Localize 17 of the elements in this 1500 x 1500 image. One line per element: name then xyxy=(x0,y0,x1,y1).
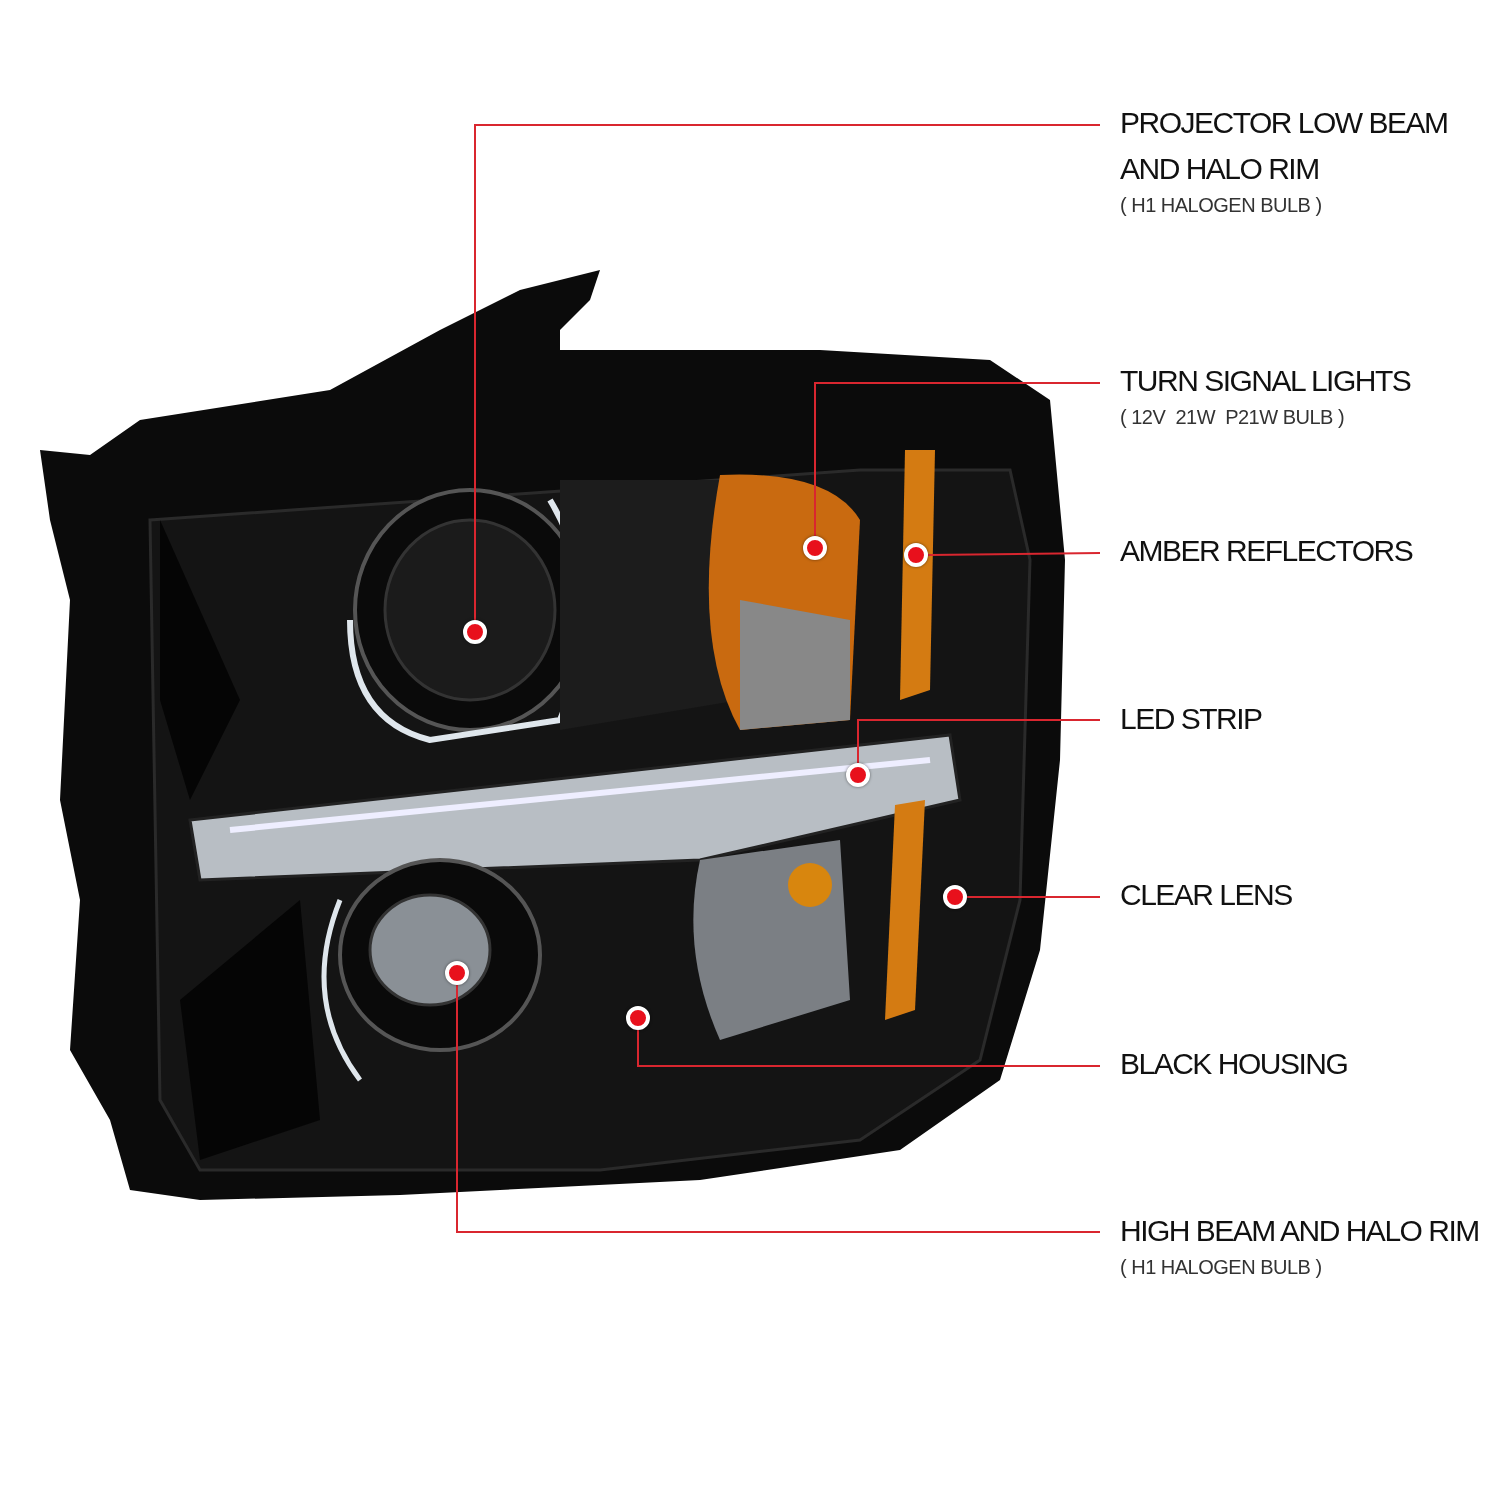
leader-line xyxy=(637,1029,1101,1067)
callout-heading: TURN SIGNAL LIGHTS xyxy=(1120,363,1412,399)
callout-heading: HIGH BEAM AND HALO RIM xyxy=(1120,1213,1480,1249)
leader-line xyxy=(927,552,1101,556)
callout-heading: LED STRIP xyxy=(1120,701,1263,737)
callout-note: ( H1 HALOGEN BULB ) xyxy=(1120,1255,1322,1280)
callout-heading: AMBER REFLECTORS xyxy=(1120,533,1414,569)
callout-heading: CLEAR LENS xyxy=(1120,877,1293,913)
leader-line xyxy=(474,124,1101,621)
callout-heading: PROJECTOR LOW BEAM AND HALO RIM xyxy=(1120,105,1449,187)
leader-line xyxy=(857,719,1101,764)
callout-note: ( H1 HALOGEN BULB ) xyxy=(1120,193,1322,218)
callout-heading: BLACK HOUSING xyxy=(1120,1046,1349,1082)
callout-note: ( 12V 21W P21W BULB ) xyxy=(1120,405,1345,430)
leader-line xyxy=(966,896,1101,898)
leader-line xyxy=(456,984,1101,1233)
leader-line xyxy=(814,382,1101,537)
